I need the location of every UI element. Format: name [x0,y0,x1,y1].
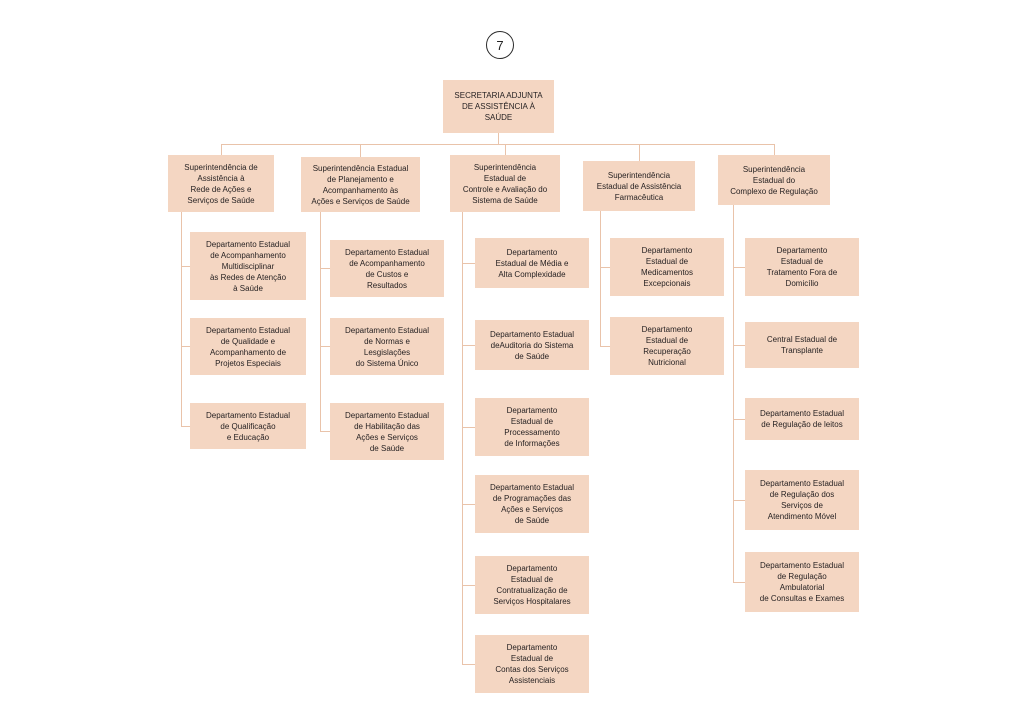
connector-stub-2-2 [320,346,330,347]
connector-stub-3-6 [462,664,475,665]
connector-spine-3 [462,212,463,664]
connector-stub-4-2 [600,346,610,347]
connector-stub-5-5 [733,582,745,583]
connector-stub-3-2 [462,345,475,346]
connector-root-stub [498,133,499,144]
connector-stub-1-2 [181,346,190,347]
connector-stub-5-3 [733,419,745,420]
sup-box-3: Superintendência Estadual de Controle e … [450,155,560,212]
sup-box-4: Superintendência Estadual de Assistência… [583,161,695,211]
connector-stub-1-3 [181,426,190,427]
dept-box-1-2: Departamento Estadual de Qualidade e Aco… [190,318,306,375]
connector-stub-2-1 [320,268,330,269]
connector-stub-3-5 [462,585,475,586]
dept-box-5-3: Departamento Estadual de Regulação de le… [745,398,859,440]
dept-box-5-5: Departamento Estadual de Regulação Ambul… [745,552,859,612]
connector-drop-4 [639,144,640,161]
connector-drop-1 [221,144,222,155]
connector-stub-3-3 [462,427,475,428]
dept-box-4-1: Departamento Estadual de Medicamentos Ex… [610,238,724,296]
dept-box-2-2: Departamento Estadual de Normas e Lesgis… [330,318,444,375]
connector-spine-4 [600,211,601,346]
connector-drop-2 [360,144,361,157]
dept-box-2-1: Departamento Estadual de Acompanhamento … [330,240,444,297]
page-number: 7 [496,37,504,53]
connector-stub-5-1 [733,267,745,268]
sup-box-1: Superintendência de Assistência à Rede d… [168,155,274,212]
dept-box-2-3: Departamento Estadual de Habilitação das… [330,403,444,460]
connector-spine-1 [181,212,182,426]
sup-box-2: Superintendência Estadual de Planejament… [301,157,420,212]
org-box-root: SECRETARIA ADJUNTA DE ASSISTÊNCIA À SAÚD… [443,80,554,133]
dept-box-5-2: Central Estadual de Transplante [745,322,859,368]
dept-box-3-4: Departamento Estadual de Programações da… [475,475,589,533]
page-number-badge: 7 [486,31,514,59]
dept-box-5-1: Departamento Estadual de Tratamento Fora… [745,238,859,296]
dept-box-3-6: Departamento Estadual de Contas dos Serv… [475,635,589,693]
connector-drop-3 [505,144,506,155]
connector-spine-2 [320,212,321,431]
connector-spine-5 [733,205,734,582]
connector-stub-3-1 [462,263,475,264]
dept-box-3-1: Departamento Estadual de Média e Alta Co… [475,238,589,288]
connector-stub-5-2 [733,345,745,346]
dept-box-4-2: Departamento Estadual de Recuperação Nut… [610,317,724,375]
connector-drop-5 [774,144,775,155]
sup-box-5: Superintendência Estadual do Complexo de… [718,155,830,205]
connector-stub-5-4 [733,500,745,501]
dept-box-1-1: Departamento Estadual de Acompanhamento … [190,232,306,300]
connector-stub-1-1 [181,266,190,267]
dept-box-1-3: Departamento Estadual de Qualificação e … [190,403,306,449]
dept-box-3-2: Departamento Estadual deAuditoria do Sis… [475,320,589,370]
connector-top-bar [221,144,775,145]
dept-box-3-5: Departamento Estadual de Contratualizaçã… [475,556,589,614]
dept-box-5-4: Departamento Estadual de Regulação dos S… [745,470,859,530]
connector-stub-2-3 [320,431,330,432]
connector-stub-4-1 [600,267,610,268]
dept-box-3-3: Departamento Estadual de Processamento d… [475,398,589,456]
connector-stub-3-4 [462,504,475,505]
